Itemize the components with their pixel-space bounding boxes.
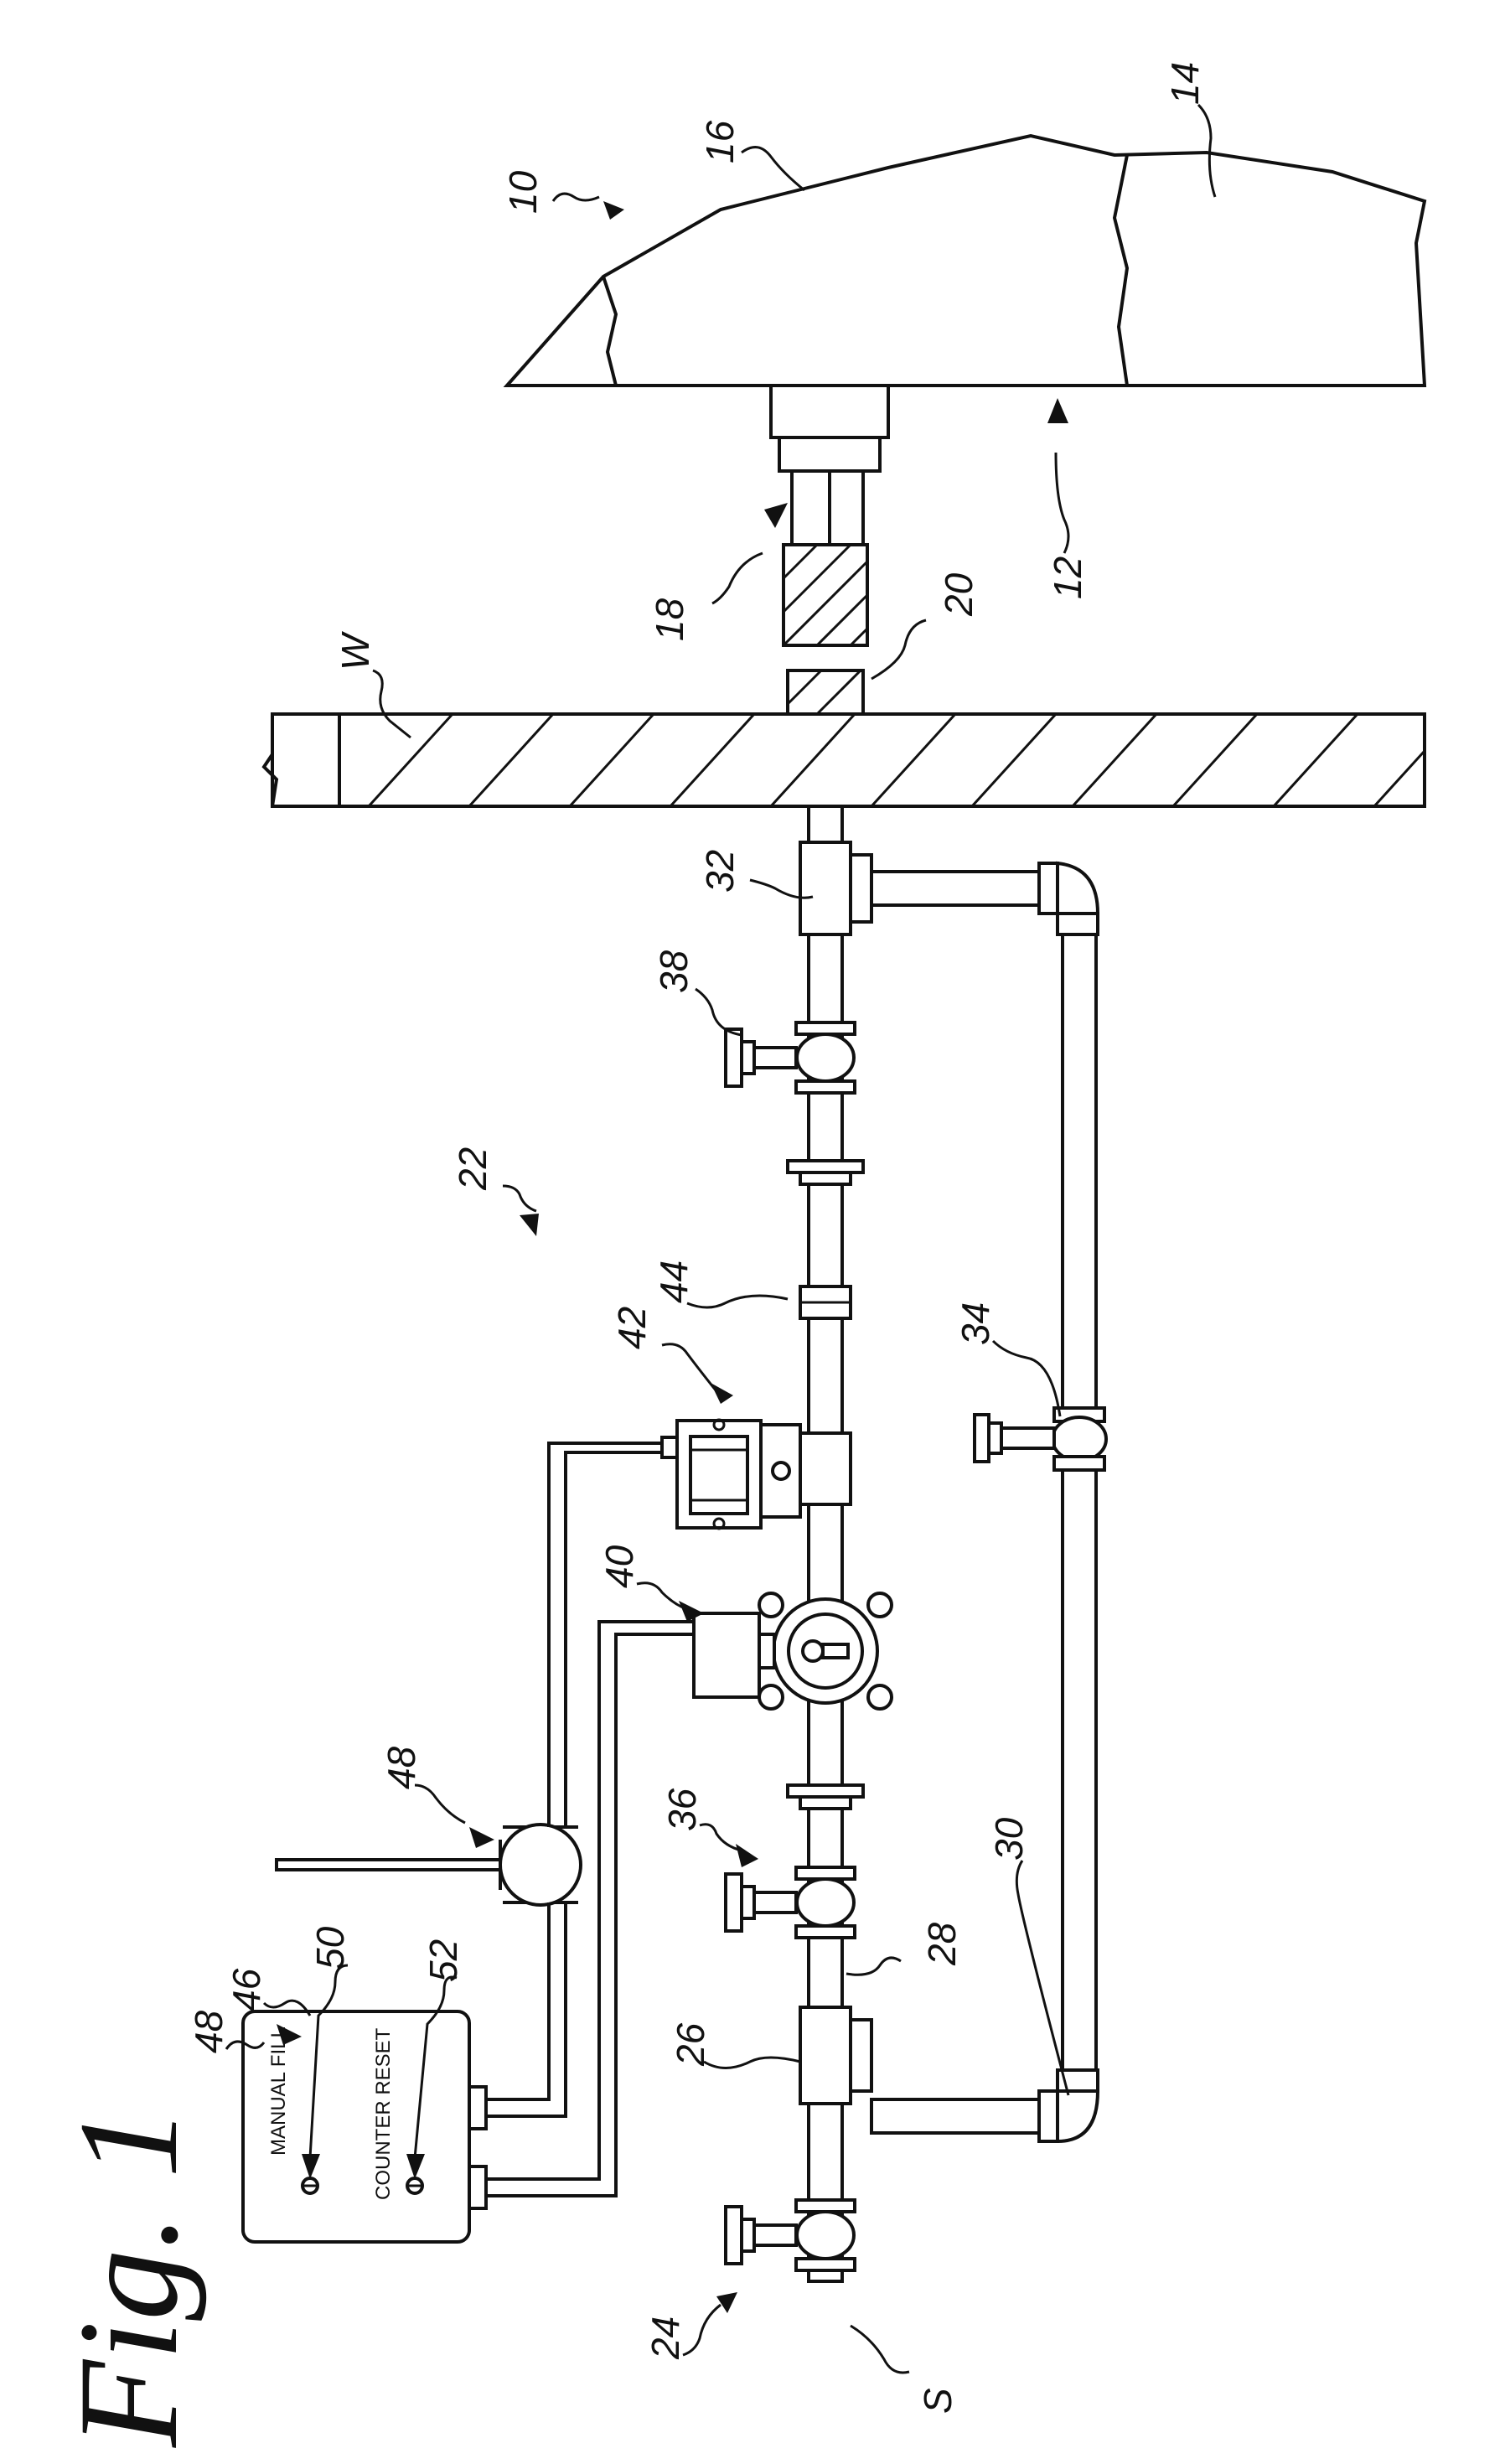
- reference-labels: 10 16 14 12 18 20 W 32 38 22 44 42 34 40…: [187, 62, 1207, 2414]
- label-36: 36: [660, 1788, 704, 1831]
- battery-housing: [503, 133, 1427, 387]
- label-46: 46: [225, 1968, 268, 2011]
- label-22: 22: [451, 1147, 494, 1191]
- solenoid-valve-48: [275, 1823, 582, 1907]
- counter-reset-label: COUNTER RESET: [372, 2027, 395, 2200]
- connector-assembly: [769, 384, 890, 716]
- control-box: MANUAL FILL COUNTER RESET: [241, 2010, 471, 2244]
- label-42: 42: [610, 1307, 654, 1349]
- label-18: 18: [648, 598, 691, 641]
- label-48-valve: 48: [380, 1746, 423, 1789]
- label-34: 34: [954, 1302, 997, 1345]
- label-10: 10: [501, 170, 545, 214]
- label-W: W: [334, 630, 377, 670]
- wall: [261, 712, 1426, 808]
- label-38: 38: [652, 950, 696, 993]
- figure-title: Fig. 1: [49, 2107, 207, 2448]
- wiring: [468, 1442, 694, 2210]
- label-48-box: 48: [187, 2010, 230, 2053]
- label-16: 16: [698, 120, 742, 163]
- manual-fill-label: MANUAL FILL: [267, 2027, 290, 2156]
- label-S: S: [916, 2388, 959, 2414]
- water-meter-40: [692, 1592, 893, 1711]
- leader-lines: [225, 103, 1217, 2374]
- label-32: 32: [698, 850, 742, 893]
- label-24: 24: [644, 2316, 687, 2360]
- label-44: 44: [652, 1260, 696, 1303]
- label-40: 40: [597, 1545, 641, 1588]
- valve-24: [724, 2198, 856, 2272]
- label-20: 20: [937, 572, 980, 617]
- flow-switch-42: [660, 1418, 802, 1530]
- label-26: 26: [669, 2022, 712, 2067]
- label-30: 30: [987, 1817, 1031, 1861]
- bypass-line: [870, 861, 1108, 2144]
- label-12: 12: [1046, 556, 1089, 599]
- label-14: 14: [1163, 62, 1207, 105]
- label-50: 50: [308, 1926, 352, 1970]
- valve-38: [724, 1021, 856, 1095]
- label-28: 28: [920, 1922, 964, 1966]
- valve-36: [724, 1866, 856, 1939]
- label-52: 52: [422, 1939, 465, 1982]
